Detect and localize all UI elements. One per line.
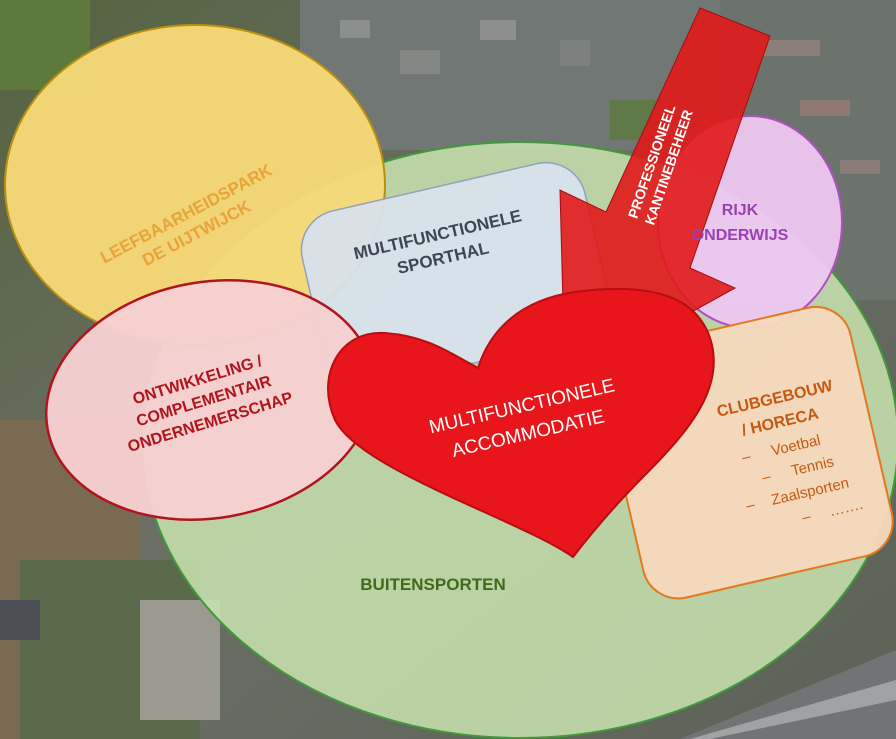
onderwijs-line1: RIJK	[722, 202, 759, 219]
accommodatie-heart	[327, 287, 715, 559]
buitensporten-label: BUITENSPORTEN	[360, 575, 505, 594]
onderwijs-label: RIJK ONDERWIJS	[692, 202, 789, 244]
onderwijs-line2: ONDERWIJS	[692, 227, 789, 244]
